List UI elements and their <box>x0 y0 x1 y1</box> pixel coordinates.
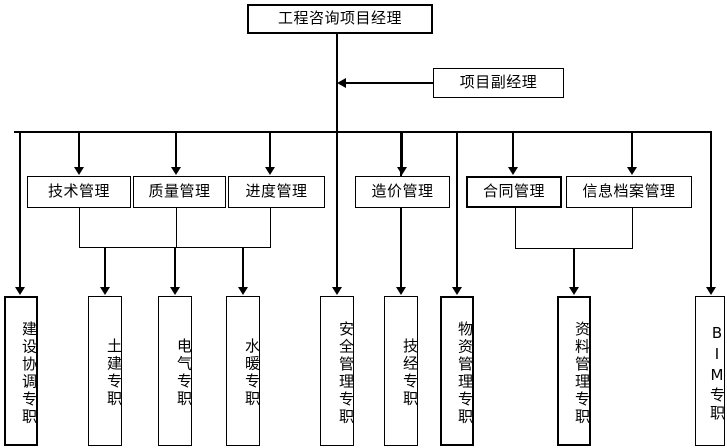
connector-bus-to-cost <box>401 131 403 168</box>
node-label: 质量管理 <box>148 182 211 201</box>
node-technical-management[interactable]: 技术管理 <box>27 176 131 208</box>
connector-bus-to-technical <box>78 131 80 168</box>
node-quality-management[interactable]: 质量管理 <box>133 176 226 208</box>
arrow-to-documents-icon <box>569 287 579 295</box>
connector-bus-to-construction-coordination <box>19 131 21 288</box>
arrow-to-cost-icon <box>397 167 407 175</box>
connector-bus-to-bim <box>710 131 712 288</box>
connector-bus-to-schedule <box>269 131 271 168</box>
node-electrical-specialist[interactable]: 电气专职 <box>158 296 193 446</box>
connector-information-stub <box>632 208 633 249</box>
connector-contract-stub <box>515 208 516 249</box>
arrow-to-technical-economy-icon <box>396 287 406 295</box>
arrow-to-information-icon <box>627 167 637 175</box>
node-safety-management-specialist[interactable]: 安全管理专职 <box>320 296 355 446</box>
node-technical-economy-specialist[interactable]: 技经专职 <box>384 296 419 446</box>
arrow-to-technical-icon <box>74 167 84 175</box>
node-label: 技术管理 <box>47 182 110 201</box>
node-documents-management-specialist[interactable]: 资料管理专职 <box>557 296 591 446</box>
arrow-to-schedule-icon <box>265 167 275 175</box>
arrow-to-safety-icon <box>332 287 342 295</box>
connector-main-bus <box>14 131 712 133</box>
node-label: 合同管理 <box>482 182 545 201</box>
node-label: 安全管理专职 <box>337 320 355 426</box>
connector-quality-stub <box>176 208 177 248</box>
node-civil-specialist[interactable]: 土建专职 <box>88 296 123 446</box>
node-label: 土建专职 <box>105 338 123 408</box>
node-label: BIM专职 <box>708 323 726 423</box>
arrow-to-quality-icon <box>171 167 181 175</box>
node-label: 水暖专职 <box>243 338 261 408</box>
node-label: 技经专职 <box>401 338 419 408</box>
node-construction-coordination-specialist[interactable]: 建设协调专职 <box>4 296 38 446</box>
connector-bus-to-quality <box>175 131 177 168</box>
node-materials-management-specialist[interactable]: 物资管理专职 <box>440 296 474 446</box>
node-label: 电气专职 <box>175 338 193 408</box>
arrow-to-contract-icon <box>508 167 518 175</box>
connector-subbus-to-plumbing <box>242 247 244 288</box>
node-label: 工程咨询项目经理 <box>277 9 402 28</box>
node-contract-management[interactable]: 合同管理 <box>466 176 562 208</box>
node-label: 资料管理专职 <box>573 320 591 426</box>
arrow-to-materials-icon <box>452 287 462 295</box>
arrow-deputy-to-spine-icon <box>337 78 346 88</box>
arrow-to-electrical-icon <box>170 287 180 295</box>
arrow-to-plumbing-icon <box>238 287 248 295</box>
connector-schedule-stub <box>270 208 271 248</box>
connector-technical-stub <box>79 208 80 248</box>
node-cost-management[interactable]: 造价管理 <box>355 176 450 208</box>
connector-bus-to-contract <box>512 131 514 168</box>
arrow-to-civil-icon <box>100 287 110 295</box>
arrow-to-bim-icon <box>706 287 716 295</box>
connector-subbus-to-electrical <box>174 247 176 288</box>
connector-subbus-to-civil <box>104 247 106 288</box>
node-label: 建设协调专职 <box>20 320 38 426</box>
connector-deputy-to-spine <box>346 82 433 84</box>
connector-bus-to-information <box>631 131 633 168</box>
node-information-archive-management[interactable]: 信息档案管理 <box>566 176 692 208</box>
connector-bus-to-materials <box>456 131 458 288</box>
node-label: 物资管理专职 <box>456 320 474 426</box>
connector-bus-to-safety <box>336 131 338 288</box>
node-plumbing-specialist[interactable]: 水暖专职 <box>226 296 261 446</box>
node-deputy-project-manager[interactable]: 项目副经理 <box>433 68 564 98</box>
connector-subbus-to-documents <box>573 248 575 288</box>
node-label: 进度管理 <box>245 182 308 201</box>
node-label: 信息档案管理 <box>582 182 676 201</box>
node-bim-specialist[interactable]: BIM专职 <box>695 296 726 446</box>
connector-bus-to-technical-economy <box>400 131 402 288</box>
node-label: 造价管理 <box>371 182 434 201</box>
arrow-to-construction-coordination-icon <box>15 287 25 295</box>
node-schedule-management[interactable]: 进度管理 <box>228 176 325 208</box>
node-label: 项目副经理 <box>459 73 538 92</box>
node-project-manager[interactable]: 工程咨询项目经理 <box>247 4 433 34</box>
